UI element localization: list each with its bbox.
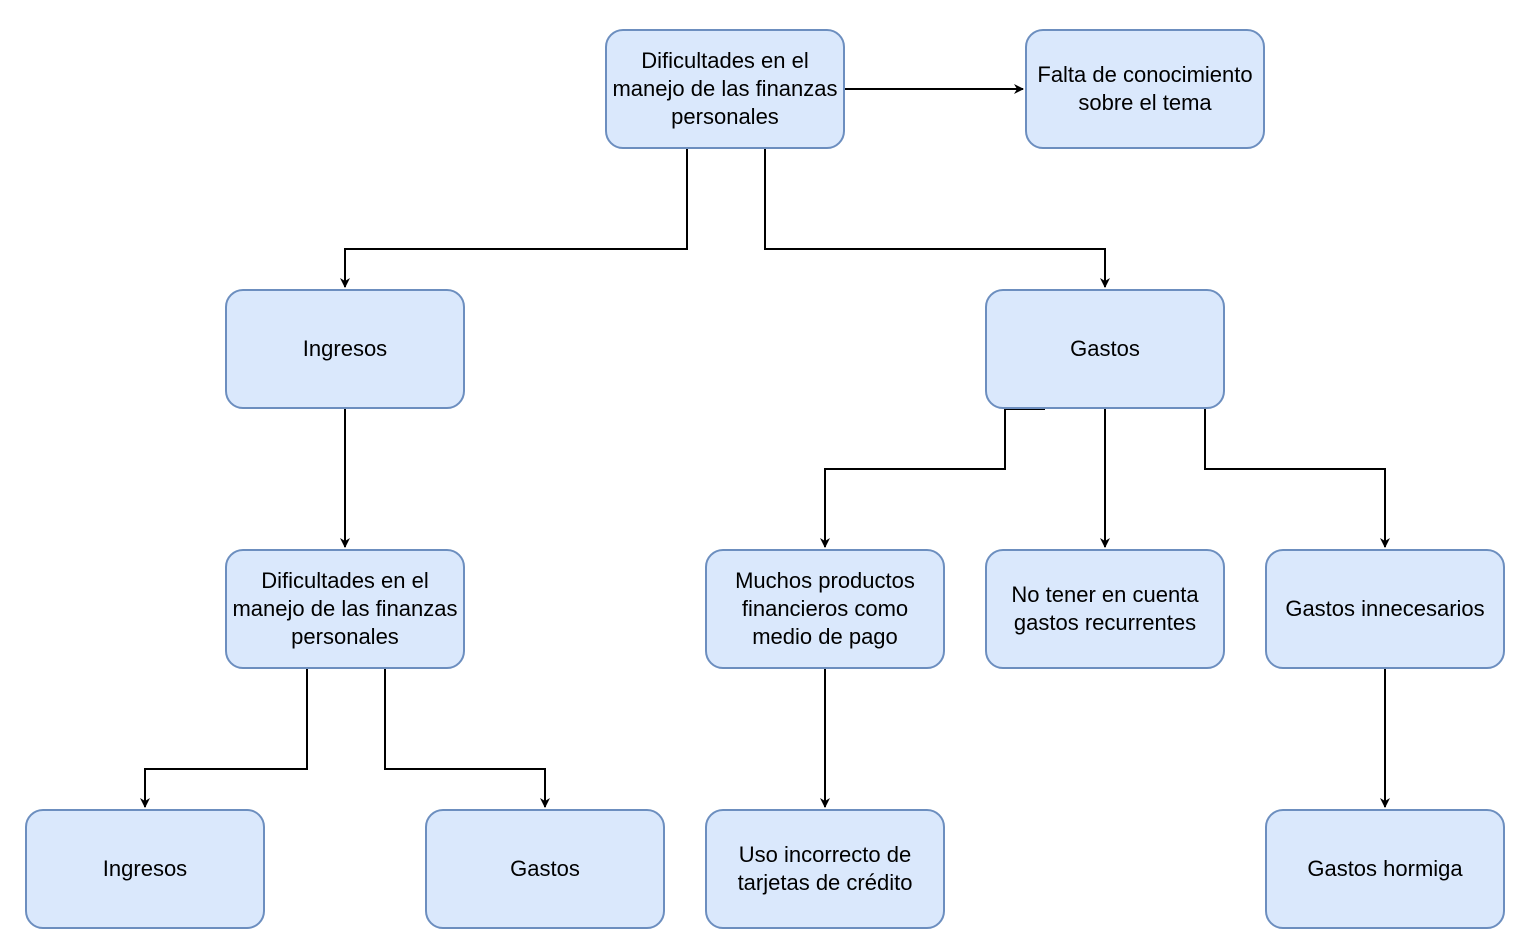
node-muchos-productos[interactable]: Muchos productos financieros como medio … xyxy=(705,549,945,669)
node-label: Gastos xyxy=(510,856,580,881)
node-label: Dificultades en el manejo de las finanza… xyxy=(232,568,458,649)
node-dificultades-root[interactable]: Dificultades en el manejo de las finanza… xyxy=(605,29,845,149)
node-label: Dificultades en el manejo de las finanza… xyxy=(612,48,838,129)
node-ingresos-leaf[interactable]: Ingresos xyxy=(25,809,265,929)
edge-dificultades-to-ingresos xyxy=(140,669,308,808)
edge-gastos-to-muchos-productos xyxy=(820,408,1045,548)
edge-root-to-gastos xyxy=(764,149,1110,288)
node-falta-de-conocimiento[interactable]: Falta de conocimiento sobre el tema xyxy=(1025,29,1265,149)
node-label: Ingresos xyxy=(302,336,388,361)
node-uso-incorrecto[interactable]: Uso incorrecto de tarjetas de crédito xyxy=(705,809,945,929)
node-label: Muchos productos financieros como medio … xyxy=(735,568,915,649)
node-label: No tener en cuenta gastos recurrentes xyxy=(1011,582,1199,635)
node-gastos-innecesarios[interactable]: Gastos innecesarios xyxy=(1265,549,1505,669)
node-gastos-leaf[interactable]: Gastos xyxy=(425,809,665,929)
node-label: Ingresos xyxy=(102,856,188,881)
node-label: Uso incorrecto de tarjetas de crédito xyxy=(737,842,913,895)
node-dificultades-secondary[interactable]: Dificultades en el manejo de las finanza… xyxy=(225,549,465,669)
edge-dificultades-to-gastos xyxy=(384,669,550,808)
node-gastos[interactable]: Gastos xyxy=(985,289,1225,409)
node-gastos-hormiga[interactable]: Gastos hormiga xyxy=(1265,809,1505,929)
node-label: Gastos hormiga xyxy=(1307,856,1463,881)
edge-root-to-ingresos xyxy=(340,149,688,288)
node-label: Gastos xyxy=(1070,336,1140,361)
node-label: Gastos innecesarios xyxy=(1285,596,1485,621)
node-label: Falta de conocimiento sobre el tema xyxy=(1037,62,1253,115)
edge-gastos-to-innecesarios xyxy=(1204,409,1390,548)
node-ingresos[interactable]: Ingresos xyxy=(225,289,465,409)
node-no-tener-en-cuenta[interactable]: No tener en cuenta gastos recurrentes xyxy=(985,549,1225,669)
